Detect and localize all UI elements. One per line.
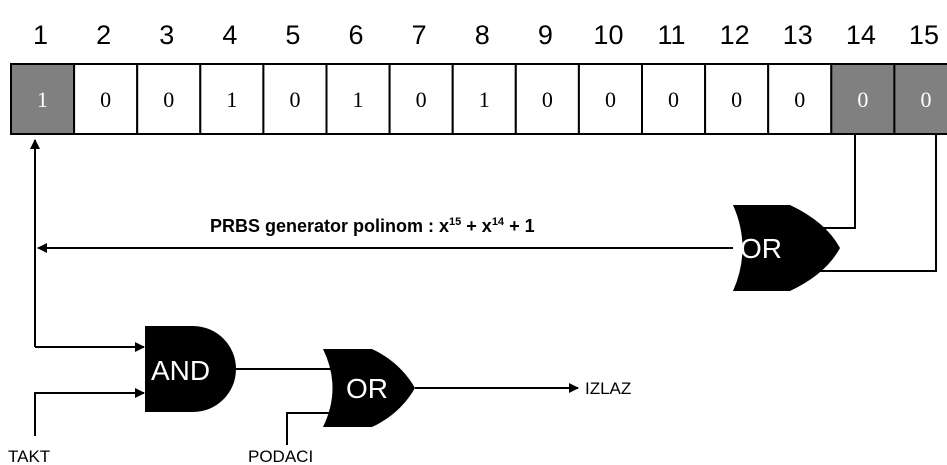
register-cell: 0 bbox=[388, 63, 454, 135]
register-cell-box bbox=[73, 63, 139, 135]
register-index: 6 bbox=[349, 20, 364, 50]
clock-label: TAKT bbox=[8, 447, 50, 465]
register-bit: 1 bbox=[37, 87, 48, 112]
and-gate: AND bbox=[145, 326, 236, 412]
register-cell: 0 bbox=[767, 63, 833, 135]
register-bit: 0 bbox=[920, 87, 931, 112]
register-bit: 0 bbox=[416, 87, 427, 112]
register-bit: 0 bbox=[163, 87, 174, 112]
register-cell: 0 bbox=[830, 63, 896, 135]
register-cell-box bbox=[893, 63, 947, 135]
register-index: 13 bbox=[783, 20, 813, 50]
register-bit: 0 bbox=[289, 87, 300, 112]
and-gate-label: AND bbox=[151, 355, 210, 386]
register-bit: 0 bbox=[100, 87, 111, 112]
register-cell: 0 bbox=[136, 63, 202, 135]
register-cell: 1 bbox=[199, 63, 265, 135]
polynomial-title: PRBS generator polinom : x15 + x14 + 1 bbox=[210, 216, 535, 236]
register-index: 2 bbox=[96, 20, 111, 50]
feedback-or-gate: OR bbox=[733, 205, 840, 291]
register-index: 15 bbox=[909, 20, 939, 50]
tap-wire-14 bbox=[805, 135, 856, 229]
register-index: 1 bbox=[33, 20, 48, 50]
register-cell-box bbox=[767, 63, 833, 135]
register-bit: 1 bbox=[226, 87, 237, 112]
register-bit: 0 bbox=[668, 87, 679, 112]
register-cell-box bbox=[10, 63, 76, 135]
register-bit: 0 bbox=[542, 87, 553, 112]
register-cell: 0 bbox=[514, 63, 580, 135]
shift-register: 1 0 0 1 0 1 0 1 0 0 0 0 0 0 0 bbox=[10, 63, 947, 135]
register-cell: 0 bbox=[704, 63, 770, 135]
register-index: 7 bbox=[412, 20, 427, 50]
register-bit: 0 bbox=[857, 87, 868, 112]
register-cell: 1 bbox=[451, 63, 517, 135]
register-index: 11 bbox=[658, 20, 686, 50]
register-bit: 1 bbox=[479, 87, 490, 112]
register-cell-box bbox=[577, 63, 644, 135]
feedback-or-label: OR bbox=[740, 233, 782, 264]
register-index: 8 bbox=[475, 20, 490, 50]
register-cell: 1 bbox=[325, 63, 391, 135]
register-bit: 1 bbox=[353, 87, 364, 112]
register-index: 4 bbox=[222, 20, 237, 50]
register-cell-box bbox=[704, 63, 770, 135]
register-cell-box bbox=[514, 63, 580, 135]
register-cell: 1 bbox=[10, 63, 76, 135]
tap-wire-15 bbox=[805, 135, 937, 272]
register-cell: 0 bbox=[893, 63, 947, 135]
register-cell: 0 bbox=[641, 63, 707, 135]
register-cell: 0 bbox=[577, 63, 644, 135]
register-cell-box bbox=[325, 63, 391, 135]
register-cell-box bbox=[388, 63, 454, 135]
register-cell: 0 bbox=[262, 63, 328, 135]
register-index: 5 bbox=[285, 20, 300, 50]
register-bit: 0 bbox=[731, 87, 742, 112]
output-or-label: OR bbox=[346, 373, 388, 404]
clock-wire bbox=[34, 388, 145, 436]
register-cell-box bbox=[451, 63, 517, 135]
register-index: 14 bbox=[846, 20, 876, 50]
output-label: IZLAZ bbox=[585, 379, 631, 398]
register-cell-box bbox=[136, 63, 202, 135]
register-bit: 0 bbox=[605, 87, 616, 112]
register-bit: 0 bbox=[794, 87, 805, 112]
register-index: 9 bbox=[538, 20, 553, 50]
register-index: 12 bbox=[720, 20, 750, 50]
register-index: 10 bbox=[593, 20, 623, 50]
register-cell-box bbox=[262, 63, 328, 135]
register-cell-box bbox=[830, 63, 896, 135]
output-or-gate: OR bbox=[323, 349, 415, 427]
data-label: PODACI bbox=[248, 447, 313, 465]
register-cell: 0 bbox=[73, 63, 139, 135]
data-wire bbox=[286, 412, 340, 445]
register-index: 3 bbox=[159, 20, 174, 50]
